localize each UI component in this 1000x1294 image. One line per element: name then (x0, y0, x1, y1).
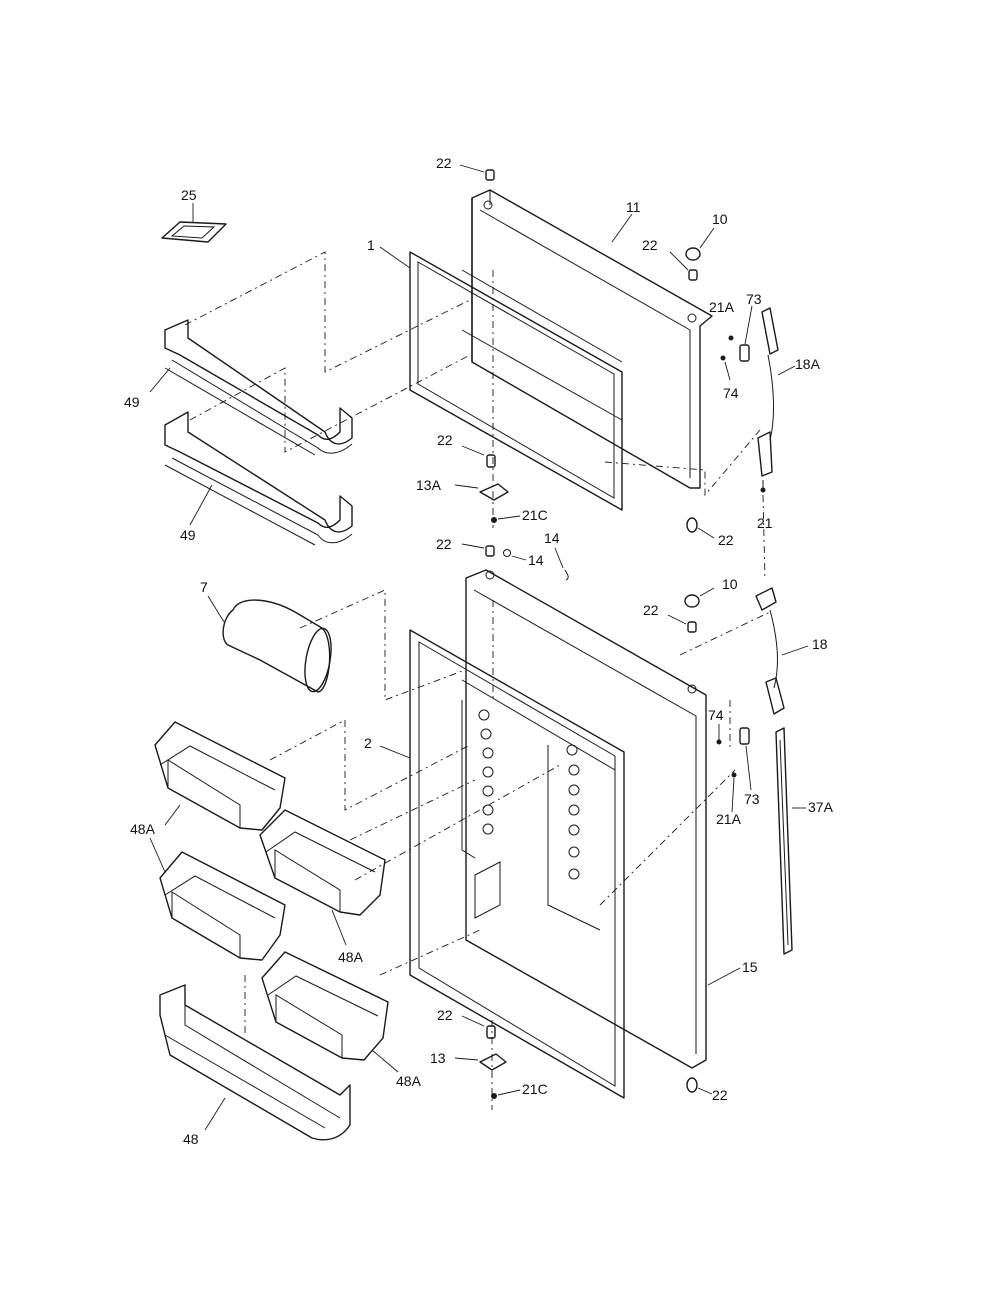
callout-labels: 25 22 11 10 22 1 21A 73 18A 74 49 22 13A… (124, 155, 834, 1147)
part-22-screw-top (459, 164, 495, 181)
part-48A-bin-d (261, 951, 399, 1073)
callout-21C: 21C (522, 507, 548, 523)
part-18A-upper-hinge (757, 307, 796, 477)
part-49-shelf-b (164, 411, 353, 546)
callout-48A: 48A (396, 1073, 422, 1089)
part-73-bracket-top (739, 305, 753, 362)
part-15-fresh-food-door (465, 569, 741, 1069)
part-48A-bin-a (154, 721, 286, 831)
part-37A-trim-strip (775, 727, 806, 955)
part-21C-screw-bot (491, 1089, 521, 1099)
callout-74: 74 (708, 707, 724, 723)
inner-door-dimples (461, 700, 601, 931)
callout-11: 11 (626, 199, 641, 215)
callout-49: 49 (124, 394, 140, 410)
part-48A-bin-c (259, 809, 386, 946)
callout-49: 49 (180, 527, 196, 543)
callout-21A: 21A (716, 811, 742, 827)
part-73-bracket-bot (739, 727, 752, 791)
part-13-hinge (454, 1053, 507, 1071)
callout-48A: 48A (130, 821, 156, 837)
part-21A-screw-top (728, 335, 734, 341)
part-21-pin (760, 480, 766, 581)
part-1-freezer-gasket (379, 246, 623, 511)
callout-73: 73 (744, 791, 760, 807)
callout-25: 25 (181, 187, 197, 203)
callout-22: 22 (718, 532, 734, 548)
part-14-screw-b (554, 547, 569, 581)
part-48A-bin-b (149, 837, 286, 961)
part-10-plug-mid (684, 587, 715, 608)
callout-21C: 21C (522, 1081, 548, 1097)
part-74-pin-top (720, 355, 731, 381)
callout-18A: 18A (795, 356, 821, 372)
callout-22: 22 (437, 1007, 453, 1023)
part-22-screw-mid1 (461, 445, 496, 468)
callout-22: 22 (642, 237, 658, 253)
callout-10: 10 (712, 211, 728, 227)
part-18-lower-hinge (755, 587, 809, 715)
callout-10: 10 (722, 576, 738, 592)
callout-21: 21 (757, 515, 773, 531)
part-22-screw-r2 (686, 517, 715, 539)
callout-22: 22 (436, 155, 452, 171)
callout-1: 1 (367, 237, 375, 253)
callout-18: 18 (812, 636, 828, 652)
part-2-fresh-food-gasket (379, 629, 625, 1099)
part-49-shelf-a (149, 319, 353, 456)
part-25-tray (161, 203, 227, 243)
callout-22: 22 (643, 602, 659, 618)
callout-73: 73 (746, 291, 762, 307)
part-11-freezer-door (471, 189, 713, 489)
callout-14: 14 (528, 552, 544, 568)
part-22-screw-bot2 (686, 1077, 713, 1095)
callout-22: 22 (712, 1087, 728, 1103)
callout-37A: 37A (808, 799, 834, 815)
callout-74: 74 (723, 385, 739, 401)
part-10-plug-top (685, 227, 715, 261)
part-21C-screw-top (491, 515, 521, 523)
part-14-screw-a (503, 549, 527, 561)
part-21A-screw-bot (731, 772, 737, 813)
callout-48A: 48A (338, 949, 364, 965)
part-74-pin-bot (716, 724, 722, 745)
part-13A-hinge (454, 483, 509, 501)
part-48-shelf (159, 984, 351, 1141)
part-7-cylinder (207, 595, 332, 693)
callout-14: 14 (544, 530, 560, 546)
callout-13A: 13A (416, 477, 442, 493)
callout-2: 2 (364, 735, 372, 751)
part-22-screw-bot1 (461, 1015, 496, 1039)
part-22-screw-mid2 (461, 543, 495, 557)
callout-21A: 21A (709, 299, 735, 315)
callout-22: 22 (436, 536, 452, 552)
callout-15: 15 (742, 959, 758, 975)
callout-7: 7 (200, 579, 208, 595)
callout-22: 22 (437, 432, 453, 448)
callout-13: 13 (430, 1050, 446, 1066)
part-22-screw-r1 (669, 251, 698, 281)
part-22-screw-r3 (667, 614, 697, 633)
callout-48: 48 (183, 1131, 199, 1147)
